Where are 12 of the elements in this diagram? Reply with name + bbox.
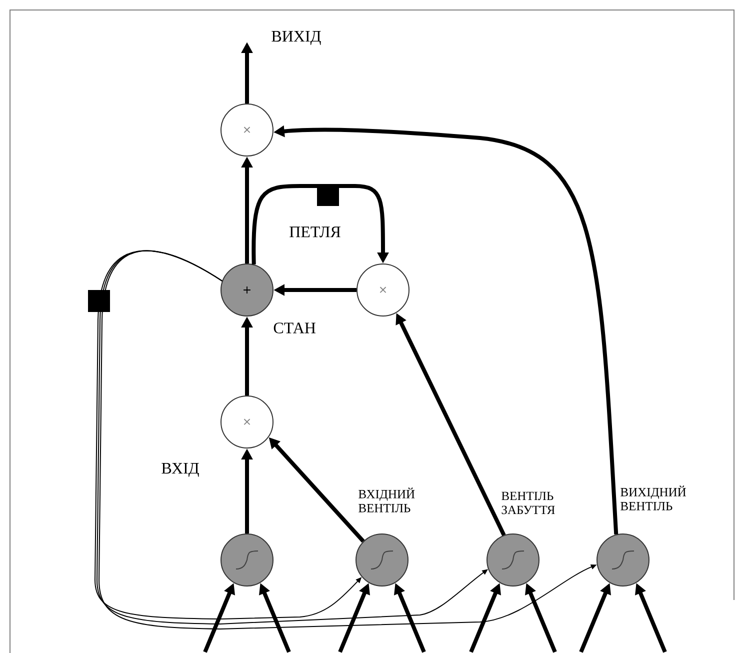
node-label: ВИХІДНИЙ ВЕНТІЛЬ xyxy=(620,486,686,510)
edge-label: ПЕТЛЯ xyxy=(290,226,340,238)
sigmoid-circle xyxy=(220,534,274,586)
node-label: СТАН xyxy=(274,322,316,334)
arrow xyxy=(252,184,389,264)
sigmoid-circle xyxy=(486,534,540,586)
node-label: ВЕНТІЛЬ ЗАБУТТЯ xyxy=(502,492,555,514)
sigmoid-circle xyxy=(356,534,408,586)
node-label: ВИХІД xyxy=(272,31,321,45)
node-label: ВХІДНИЙ ВЕНТІЛЬ xyxy=(358,488,415,512)
part-label: ВХІД xyxy=(162,463,199,477)
sigmoid-circle xyxy=(596,534,650,586)
